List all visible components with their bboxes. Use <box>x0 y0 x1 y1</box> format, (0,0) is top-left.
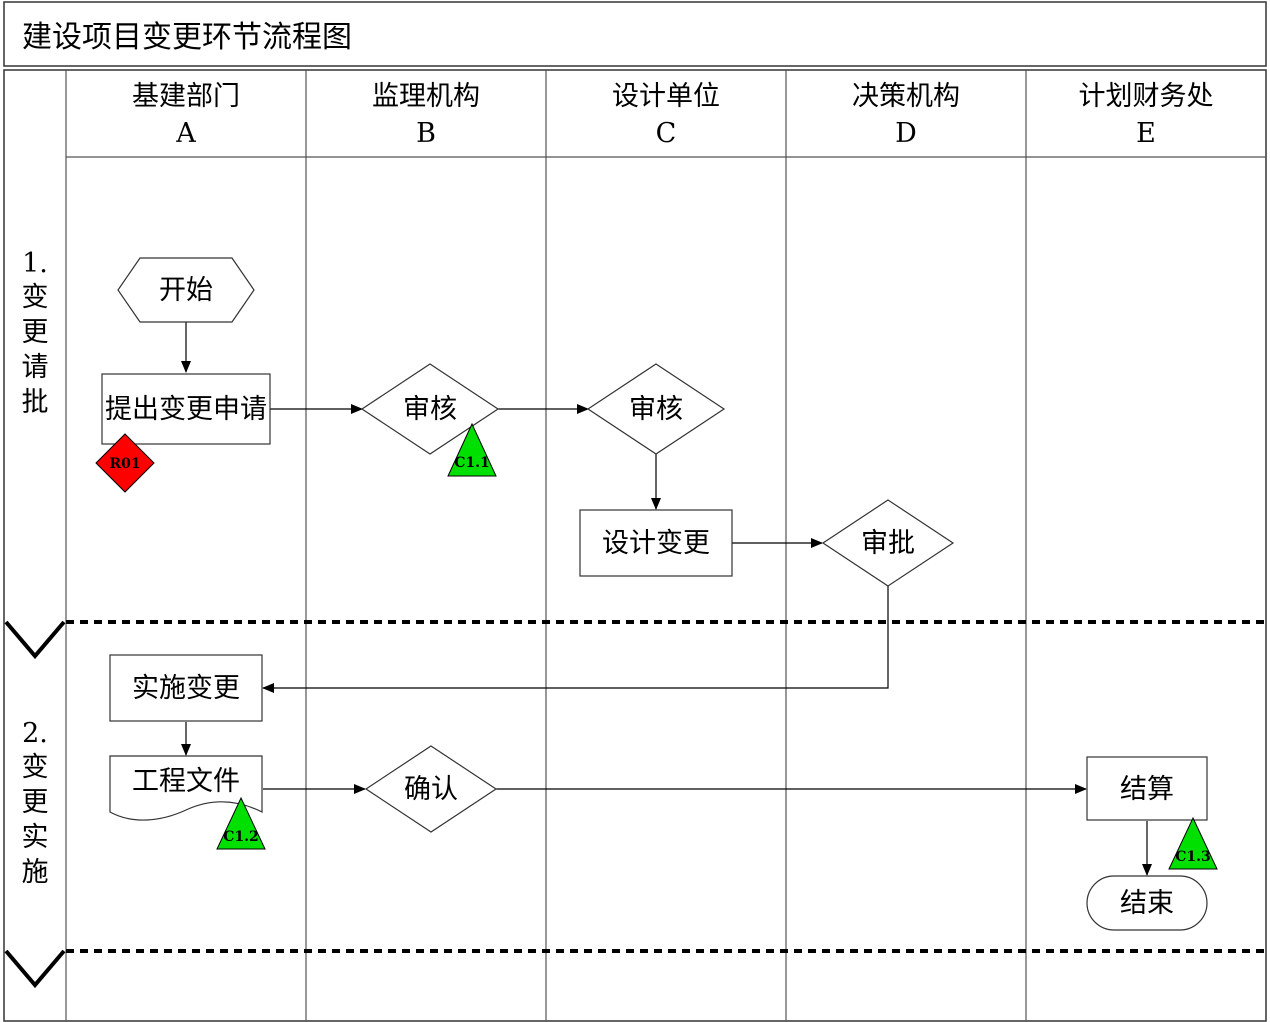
flow-arrow <box>262 586 889 693</box>
control-triangle-icon <box>447 422 497 477</box>
phase-2-char: 施 <box>22 857 49 888</box>
phase-2-number: 2. <box>22 718 48 749</box>
phase-1-char: 变 <box>22 282 49 313</box>
submit-request-label: 提出变更申请 <box>105 394 267 425</box>
phase-2-char: 更 <box>22 787 49 818</box>
design-review-label: 审核 <box>629 394 683 425</box>
control-marker-label: C1.1 <box>454 455 490 471</box>
risk-marker-label: R01 <box>109 456 140 472</box>
implement-change-node[interactable]: 实施变更 <box>109 654 263 722</box>
approval-node[interactable]: 审批 <box>821 499 955 587</box>
confirm-node[interactable]: 确认 <box>364 745 498 833</box>
design-review-node[interactable]: 审核 <box>586 363 726 455</box>
control-marker-label: C1.2 <box>223 829 259 845</box>
lane-header-name: 决策机构 <box>852 81 960 112</box>
design-change-node[interactable]: 设计变更 <box>579 509 733 577</box>
lane-header-code: C <box>656 118 677 149</box>
start-label: 开始 <box>159 275 213 306</box>
confirm-label: 确认 <box>404 774 458 805</box>
swimlane-frame <box>3 69 1267 1022</box>
lane-header-name: 设计单位 <box>612 81 720 112</box>
documents-node[interactable]: 工程文件 <box>109 755 263 821</box>
control-triangle-icon <box>1168 816 1218 870</box>
end-node[interactable]: 结束 <box>1086 875 1208 931</box>
phase-2-char: 实 <box>22 822 49 853</box>
risk-diamond-icon <box>95 433 155 493</box>
control-triangle-icon <box>216 796 266 850</box>
phase-chevron-icon <box>4 620 66 660</box>
diagram-title: 建设项目变更环节流程图 <box>22 20 352 55</box>
lane-header-code: A <box>175 118 196 149</box>
lane-header-code: B <box>416 118 436 149</box>
control-marker-label: C1.3 <box>1175 849 1211 865</box>
lane-header-code: E <box>1136 118 1156 149</box>
start-node[interactable]: 开始 <box>117 257 255 323</box>
documents-label: 工程文件 <box>132 766 240 797</box>
control-marker-c1-3[interactable]: C1.3 <box>1168 816 1218 870</box>
supervision-review-label: 审核 <box>403 394 457 425</box>
control-marker-c1-2[interactable]: C1.2 <box>216 796 266 850</box>
phase-chevron-icon <box>4 949 66 989</box>
implement-change-label: 实施变更 <box>132 673 240 704</box>
supervision-review-node[interactable]: 审核 <box>360 363 500 455</box>
submit-request-node[interactable]: 提出变更申请 <box>101 373 271 445</box>
phase-1-number: 1. <box>22 248 48 279</box>
lane-header-code: D <box>895 118 917 149</box>
phase-1-char: 批 <box>22 387 49 418</box>
phase-2-char: 变 <box>22 752 49 783</box>
lane-header-name: 基建部门 <box>132 81 240 112</box>
lane-header-name: 监理机构 <box>372 81 480 112</box>
control-marker-c1-1[interactable]: C1.1 <box>447 422 497 477</box>
settlement-node[interactable]: 结算 <box>1086 756 1208 821</box>
approval-label: 审批 <box>861 528 915 559</box>
title-bar <box>3 1 1267 67</box>
settlement-label: 结算 <box>1120 774 1174 805</box>
phase-1-char: 请 <box>22 352 49 383</box>
lane-header-name: 计划财务处 <box>1079 81 1214 112</box>
phase-1-char: 更 <box>22 317 49 348</box>
design-change-label: 设计变更 <box>602 528 710 559</box>
risk-marker-r01[interactable]: R01 <box>95 433 155 493</box>
end-label: 结束 <box>1120 888 1174 919</box>
